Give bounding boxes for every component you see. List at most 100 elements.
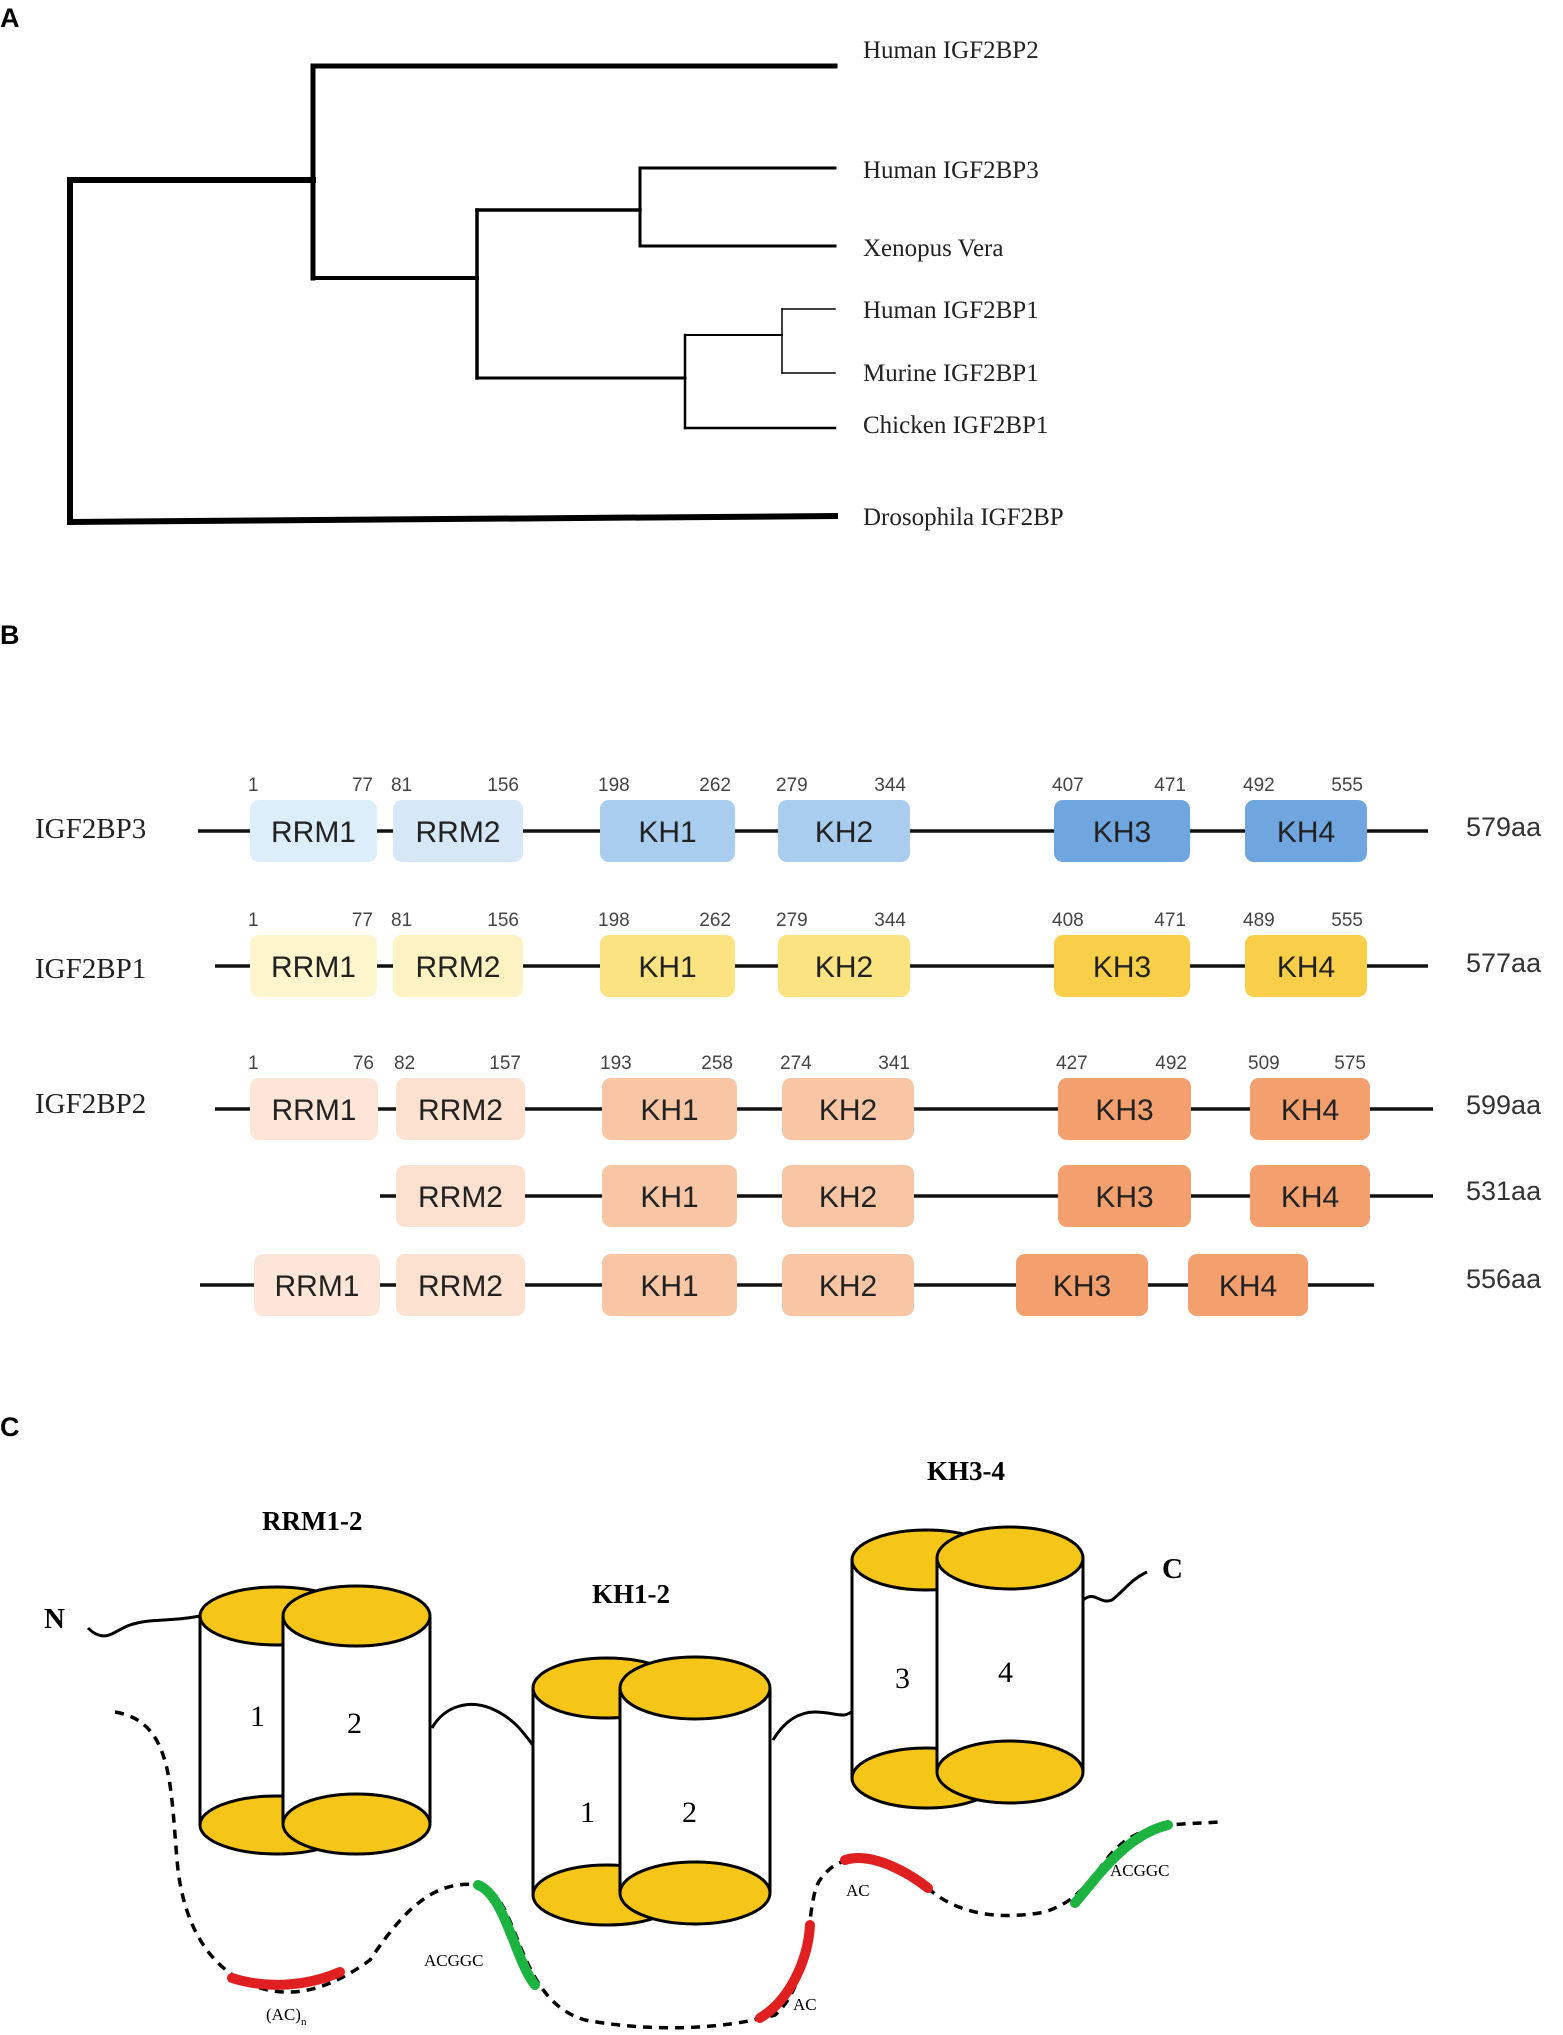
domain-start-position: 81 xyxy=(391,775,412,796)
domain-end-position: 258 xyxy=(701,1053,733,1074)
domain-label: KH1 xyxy=(640,1270,698,1303)
protein-length: 577aa xyxy=(1466,948,1542,978)
domain-label: RRM2 xyxy=(418,1181,503,1214)
domain-label: RRM2 xyxy=(415,816,500,849)
rrm-cylinder-2 xyxy=(281,1584,432,1856)
domain-box xyxy=(1188,1254,1308,1316)
ac-motif-red xyxy=(840,1853,933,1893)
domain-start-position: 198 xyxy=(598,775,630,796)
domain-end-position: 262 xyxy=(699,775,731,796)
chain-linker-2 xyxy=(771,1708,855,1741)
motif-label: AC xyxy=(793,1995,817,2014)
protein-length: 599aa xyxy=(1466,1090,1542,1120)
cylinder-number: 1 xyxy=(250,1700,265,1733)
kh34-cylinder-4 xyxy=(935,1525,1085,1805)
domain-start-position: 1 xyxy=(248,1053,259,1074)
panel-b-letter: B xyxy=(0,620,20,650)
domain-end-position: 156 xyxy=(487,910,519,931)
domain-box xyxy=(396,1254,525,1316)
domain-start-position: 279 xyxy=(776,775,808,796)
acggc-motif-green xyxy=(473,1880,540,1990)
domain-label: KH4 xyxy=(1277,951,1335,984)
protein-name: IGF2BP1 xyxy=(35,953,146,985)
motif-label: ACGGC xyxy=(424,1951,484,1970)
leaf-label: Xenopus Vera xyxy=(863,235,1003,262)
domain-label: KH1 xyxy=(640,1094,698,1127)
structure-model: 1 2 1 2 3 4 RRM1-2 KH1-2 KH3-4 N C (AC)n… xyxy=(44,1456,1221,2030)
acggc-motif-green xyxy=(1070,1820,1173,1908)
domain-box xyxy=(1245,800,1367,862)
domain-box xyxy=(1016,1254,1148,1316)
domain-label: RRM1 xyxy=(271,951,356,984)
cylinder-number: 2 xyxy=(682,1796,697,1829)
domain-label: KH2 xyxy=(819,1181,877,1214)
domain-end-position: 77 xyxy=(352,775,373,796)
phylogenetic-tree xyxy=(66,63,839,526)
domain-label: RRM1 xyxy=(271,1094,356,1127)
domain-end-position: 76 xyxy=(353,1053,374,1074)
domain-label: RRM2 xyxy=(415,951,500,984)
domain-label: RRM1 xyxy=(274,1270,359,1303)
domain-label: KH1 xyxy=(638,816,696,849)
domain-start-position: 1 xyxy=(248,910,259,931)
domain-start-position: 408 xyxy=(1052,910,1084,931)
domain-box xyxy=(396,1165,525,1227)
domain-label: KH3 xyxy=(1053,1270,1111,1303)
cylinder-number: 2 xyxy=(347,1707,362,1740)
domain-box xyxy=(778,935,910,997)
group-title: KH1-2 xyxy=(592,1579,670,1609)
domain-end-position: 157 xyxy=(489,1053,521,1074)
domain-label: KH1 xyxy=(638,951,696,984)
domain-start-position: 279 xyxy=(776,910,808,931)
ac-motif-red xyxy=(227,1967,345,1990)
leaf-label: Drosophila IGF2BP xyxy=(863,504,1064,531)
domain-start-position: 427 xyxy=(1056,1053,1088,1074)
domain-box xyxy=(1058,1078,1191,1140)
leaf-label: Human IGF2BP3 xyxy=(863,157,1039,184)
domain-start-position: 489 xyxy=(1243,910,1275,931)
domain-start-position: 198 xyxy=(598,910,630,931)
domain-box xyxy=(250,1078,378,1140)
domain-start-position: 407 xyxy=(1052,775,1084,796)
domain-box xyxy=(396,1078,525,1140)
domain-start-position: 82 xyxy=(394,1053,415,1074)
domain-box xyxy=(393,800,523,862)
group-title: RRM1-2 xyxy=(262,1506,362,1536)
domain-label: KH4 xyxy=(1281,1094,1339,1127)
domain-box xyxy=(602,1165,737,1227)
protein-length: 531aa xyxy=(1466,1176,1542,1206)
domain-label: KH4 xyxy=(1277,816,1335,849)
domain-label: KH3 xyxy=(1095,1094,1153,1127)
chain-c-terminus xyxy=(1082,1570,1148,1603)
domain-box xyxy=(1250,1078,1370,1140)
domain-end-position: 341 xyxy=(878,1053,910,1074)
domain-start-position: 274 xyxy=(780,1053,812,1074)
panel-c-letter: C xyxy=(0,1412,20,1442)
group-title: KH3-4 xyxy=(927,1456,1005,1486)
domain-end-position: 77 xyxy=(352,910,373,931)
domain-end-position: 471 xyxy=(1154,910,1186,931)
domain-end-position: 344 xyxy=(874,775,906,796)
domain-start-position: 81 xyxy=(391,910,412,931)
domain-box xyxy=(393,935,523,997)
tree-leaf-labels: Human IGF2BP2 Human IGF2BP3 Xenopus Vera… xyxy=(863,37,1064,531)
domain-end-position: 344 xyxy=(874,910,906,931)
domain-end-position: 156 xyxy=(487,775,519,796)
domain-box xyxy=(1054,800,1190,862)
domain-end-position: 492 xyxy=(1155,1053,1187,1074)
domain-end-position: 575 xyxy=(1334,1053,1366,1074)
domain-label: KH4 xyxy=(1281,1181,1339,1214)
domain-label: KH2 xyxy=(815,951,873,984)
domain-box xyxy=(602,1078,737,1140)
domain-label: KH2 xyxy=(815,816,873,849)
domain-box xyxy=(1245,935,1367,997)
panel-a-letter: A xyxy=(0,3,20,33)
chain-n-terminus xyxy=(86,1614,201,1638)
domain-box xyxy=(1250,1165,1370,1227)
leaf-label: Human IGF2BP1 xyxy=(863,297,1039,324)
leaf-label: Human IGF2BP2 xyxy=(863,37,1039,64)
